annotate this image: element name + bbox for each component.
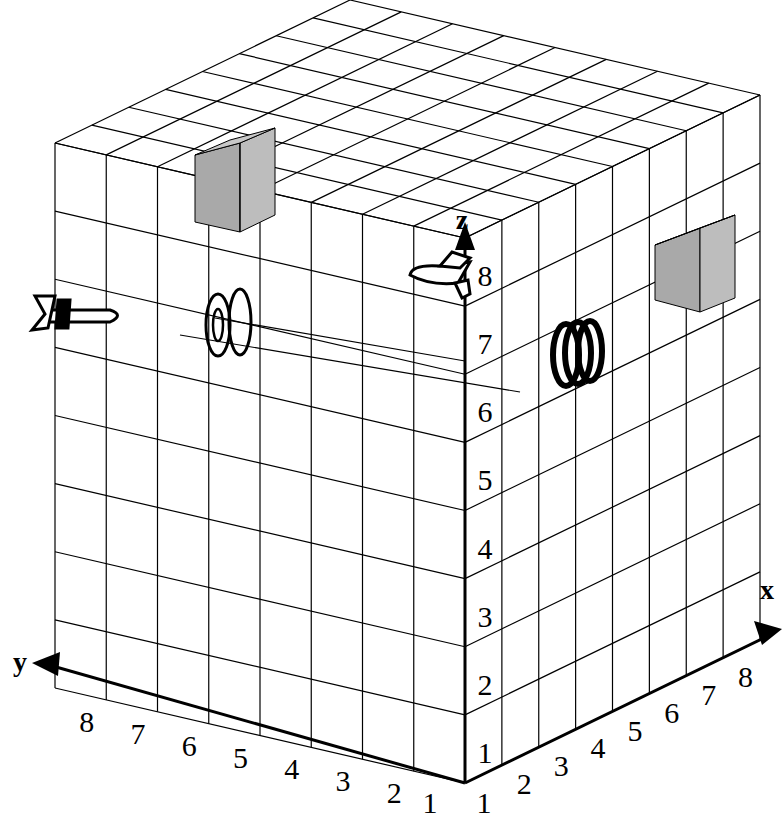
tick-number: 7 xyxy=(130,719,145,749)
grid-line xyxy=(42,663,465,783)
tick-number: 4 xyxy=(478,534,493,564)
tick-number: 1 xyxy=(478,738,493,768)
axis-label: x xyxy=(760,576,774,604)
tick-number: 3 xyxy=(554,751,569,781)
tick-number: 8 xyxy=(79,707,94,737)
ring xyxy=(553,321,602,386)
gray-cube xyxy=(655,215,735,312)
grid-line xyxy=(157,167,158,712)
grid-line xyxy=(465,368,760,511)
tick-number: 6 xyxy=(478,397,493,427)
tick-number: 8 xyxy=(478,261,493,291)
tick-number: 4 xyxy=(284,754,299,784)
grid-line xyxy=(55,347,465,442)
tick-number: 3 xyxy=(335,766,350,796)
grid-line xyxy=(55,211,465,306)
tick-number: 5 xyxy=(627,716,642,746)
grid-line xyxy=(55,279,465,374)
grid-line xyxy=(55,0,350,143)
tick-number: 7 xyxy=(701,680,716,710)
grid-line xyxy=(54,143,55,688)
tick-number: 6 xyxy=(664,698,679,728)
tick-number: 1 xyxy=(477,788,492,818)
tick-number: 2 xyxy=(517,769,532,799)
grid-line xyxy=(464,232,467,783)
grid-line xyxy=(465,634,772,783)
axes xyxy=(32,222,782,783)
axis-label: y xyxy=(13,648,27,676)
airplane xyxy=(410,252,470,298)
grid-line xyxy=(759,95,760,640)
grid-lines xyxy=(55,0,760,783)
grid-line xyxy=(649,149,650,694)
tick-number: 1 xyxy=(423,788,438,818)
tick-number: 6 xyxy=(182,731,197,761)
tick-number: 2 xyxy=(387,778,402,808)
tick-number: 5 xyxy=(233,743,248,773)
grid-line xyxy=(313,18,723,113)
airplane xyxy=(32,296,118,330)
trajectory-line xyxy=(215,318,465,361)
grid-line xyxy=(208,179,209,724)
grid-line xyxy=(158,24,453,167)
arrowhead xyxy=(32,652,60,676)
grid-line xyxy=(55,416,465,511)
tick-number: 4 xyxy=(591,733,606,763)
arrowhead xyxy=(754,621,782,645)
axis-label: z xyxy=(456,206,468,234)
gray-cube xyxy=(195,128,275,232)
tick-number: 2 xyxy=(478,670,493,700)
grid-line xyxy=(276,36,686,131)
grid-line xyxy=(723,113,724,658)
grid-line xyxy=(106,155,107,700)
grid-line xyxy=(465,299,760,442)
grid-line xyxy=(686,131,687,676)
tick-number: 5 xyxy=(478,465,493,495)
tick-number: 3 xyxy=(478,602,493,632)
ring xyxy=(206,289,251,356)
grid-line xyxy=(350,0,760,95)
tick-number: 8 xyxy=(738,662,753,692)
tick-number: 7 xyxy=(478,329,493,359)
grid-line xyxy=(106,12,401,155)
grid-line xyxy=(465,95,760,238)
